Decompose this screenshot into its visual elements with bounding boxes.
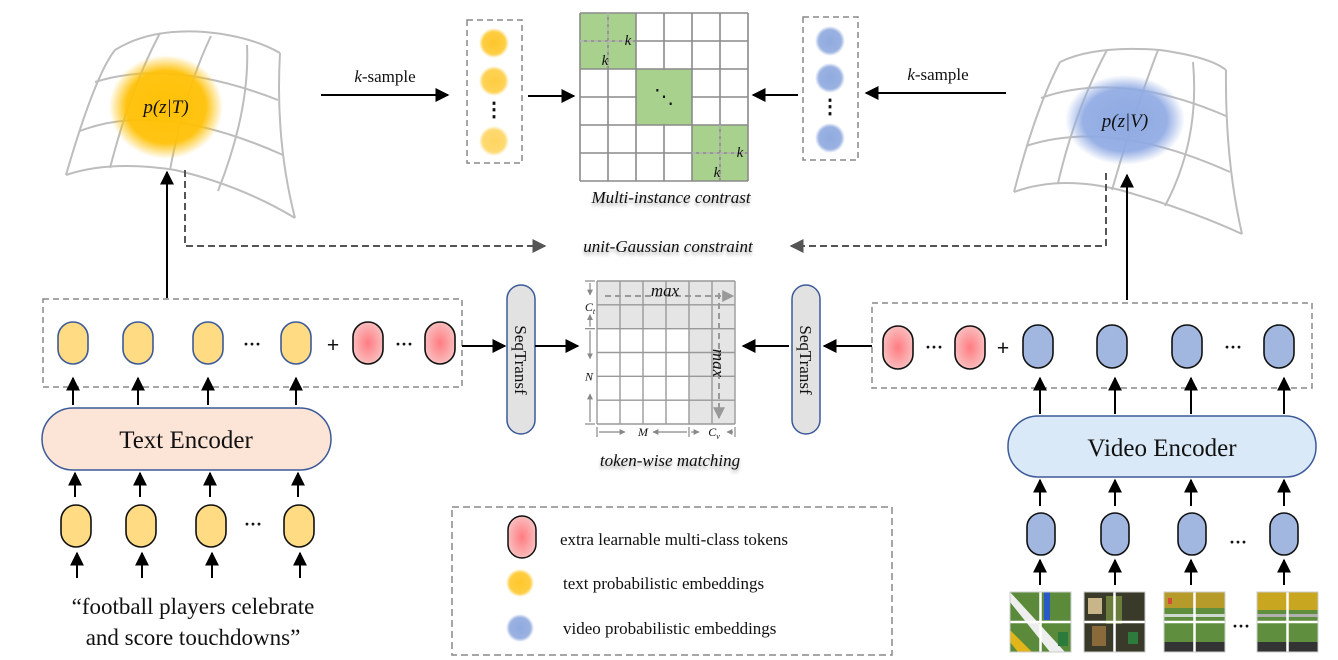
- seqtransf-left-label: SeqTransf: [511, 325, 530, 395]
- text-encoder: Text Encoder: [41, 407, 332, 471]
- unit-gaussian-label: unit-Gaussian constraint: [583, 237, 754, 256]
- video-input-token: [1026, 512, 1056, 556]
- video-sample-dot: [815, 63, 845, 93]
- video-input-ellipsis: ···: [1229, 532, 1247, 552]
- text-token: [57, 321, 89, 365]
- seqtransf-left: SeqTransf: [506, 284, 536, 435]
- k-sample-left: k-sample: [321, 67, 450, 102]
- video-frames-ellipsis: ···: [1232, 616, 1250, 636]
- text-class-token: [352, 321, 384, 365]
- k-sample-left-k: k: [354, 67, 362, 86]
- multi-instance-caption: Multi-instance contrast: [590, 188, 751, 207]
- m-label: M: [637, 425, 649, 439]
- text-input-token: [125, 504, 157, 548]
- video-class-token: [954, 325, 986, 370]
- text-plus-sign: +: [327, 332, 340, 357]
- legend-item-text-embeddings: text probabilistic embeddings: [563, 574, 764, 593]
- seqtransf-right: SeqTransf: [791, 284, 821, 435]
- legend-item-class-tokens: extra learnable multi-class tokens: [560, 530, 788, 549]
- video-frame-thumbnail: [1256, 591, 1319, 653]
- video-sample-dot: [815, 26, 845, 56]
- video-frame-thumbnail: [1083, 591, 1146, 653]
- ct-label: Ct: [585, 300, 596, 316]
- video-encoder-label: Video Encoder: [1087, 435, 1237, 462]
- seqtransf-right-label: SeqTransf: [796, 325, 815, 395]
- video-distribution-blob: [1065, 75, 1185, 165]
- unit-gaussian-constraint: unit-Gaussian constraint: [184, 170, 1107, 256]
- video-input-token: [1100, 512, 1130, 556]
- text-class-ellipsis: ···: [395, 334, 413, 354]
- row-max-label: max: [651, 281, 680, 300]
- legend-item-video-embeddings: video probabilistic embeddings: [563, 619, 776, 638]
- token-wise-caption: token-wise matching: [600, 451, 740, 470]
- k-label: k: [737, 145, 744, 161]
- video-token: [1263, 324, 1295, 369]
- video-frame-thumbnail: [1163, 591, 1226, 653]
- svg-text:k-sample: k-sample: [907, 65, 968, 84]
- k-sample-left-text: -sample: [362, 67, 416, 86]
- video-input-token: [1269, 512, 1299, 556]
- cv-label: Cv: [708, 425, 720, 441]
- text-token-ellipsis: ···: [243, 334, 261, 354]
- k-label: k: [625, 33, 632, 49]
- text-token: [280, 321, 312, 365]
- text-distribution-label: p(z|T): [141, 97, 188, 118]
- text-token: [122, 321, 154, 365]
- text-sample-dot: [479, 66, 509, 96]
- k-label: k: [602, 53, 609, 69]
- text-caption-line2: and score touchdowns”: [86, 625, 301, 650]
- video-frame-thumbnail: [1009, 591, 1072, 653]
- video-manifold: p(z|V): [1013, 47, 1243, 235]
- video-token-row: ··· + ···: [871, 302, 1313, 389]
- k-sample-right-text: -sample: [915, 65, 969, 84]
- video-encoder: Video Encoder: [1007, 415, 1317, 478]
- video-input-token: [1177, 512, 1207, 556]
- text-samples-ellipsis: ⋮: [484, 99, 504, 121]
- k-sample-right: k-sample: [864, 65, 1006, 100]
- video-samples-ellipsis: ⋮: [820, 96, 840, 118]
- legend-video-embedding-icon: [506, 614, 534, 642]
- diagonal-ellipsis: ⋱: [654, 86, 674, 108]
- k-sample-right-k: k: [907, 65, 915, 84]
- n-label: N: [584, 369, 594, 383]
- video-token-ellipsis: ···: [1224, 337, 1242, 357]
- video-sample-dot: [815, 123, 845, 153]
- text-samples-box: ⋮: [466, 19, 523, 164]
- text-caption-line1: “football players celebrate: [72, 594, 315, 619]
- text-sample-dot: [479, 126, 509, 156]
- legend-class-token-icon: [507, 515, 537, 559]
- text-input-token: [195, 504, 227, 548]
- text-class-token: [424, 321, 456, 365]
- video-plus-sign: +: [997, 335, 1010, 360]
- text-input-token: [283, 504, 315, 548]
- video-token: [1096, 324, 1128, 369]
- legend: extra learnable multi-class tokens text …: [451, 506, 893, 656]
- text-sample-dot: [479, 28, 509, 58]
- text-token: [192, 321, 224, 365]
- legend-text-embedding-icon: [506, 569, 534, 597]
- video-class-token: [882, 325, 914, 370]
- text-distribution-blob: [109, 55, 223, 159]
- video-class-ellipsis: ···: [925, 337, 943, 357]
- video-distribution-label: p(z|V): [1100, 111, 1148, 132]
- col-max-label: max: [709, 349, 728, 378]
- video-samples-box: ⋮: [802, 16, 859, 161]
- text-manifold: p(z|T): [65, 30, 296, 219]
- text-token-row: ··· + ···: [42, 298, 463, 388]
- text-input-token: [60, 504, 92, 548]
- video-token: [1022, 324, 1054, 369]
- k-label: k: [714, 165, 721, 181]
- svg-text:k-sample: k-sample: [354, 67, 415, 86]
- text-encoder-label: Text Encoder: [119, 427, 253, 454]
- video-token: [1171, 324, 1203, 369]
- text-input-ellipsis: ···: [244, 514, 262, 534]
